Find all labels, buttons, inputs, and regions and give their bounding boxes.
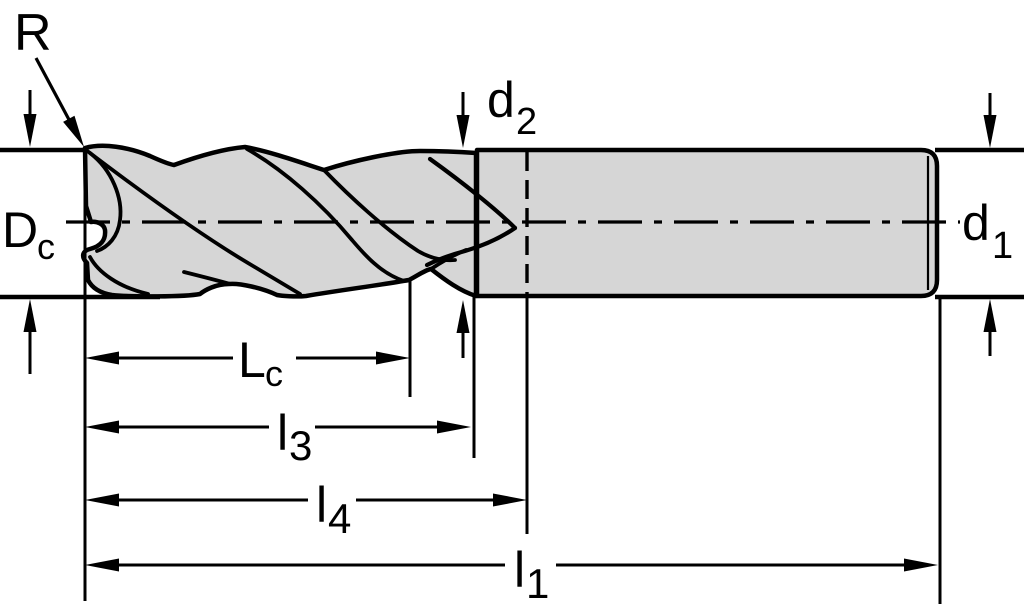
lower-wedge-edge (429, 248, 468, 271)
d1-bottom-arrowhead (983, 299, 997, 332)
label-dc-sub: c (37, 226, 55, 267)
l3-left-arrowhead (85, 420, 119, 434)
extension-lines (83, 148, 942, 604)
dc-top-arrowhead (23, 114, 37, 147)
radius-callout: R (14, 4, 84, 147)
radius-leader-arrowhead (63, 115, 84, 147)
dimension-dc: D c (2, 90, 55, 374)
label-d2-sub: 2 (516, 101, 537, 143)
l4-left-arrowhead (85, 493, 119, 507)
helix-edge-1 (84, 148, 302, 296)
helix-edge-2 (245, 147, 406, 283)
dimension-lc: L c (85, 332, 410, 394)
label-l1-main: l (514, 542, 525, 598)
label-l3-main: l (277, 405, 288, 461)
lc-right-arrowhead (376, 351, 410, 365)
label-lc-sub: c (265, 353, 283, 394)
label-radius: R (14, 4, 52, 62)
label-lc-main: L (238, 332, 266, 388)
label-l1-sub: 1 (526, 560, 549, 607)
wedge-inner-line (446, 170, 508, 221)
d2-bottom-arrowhead (456, 300, 470, 333)
d2-top-arrowhead (456, 115, 470, 148)
front-face-curve (88, 151, 123, 253)
d1-top-arrowhead (983, 115, 997, 148)
dimension-l1: l 1 (85, 542, 938, 607)
label-d1-sub: 1 (992, 225, 1013, 267)
dimension-l4: l 4 (85, 477, 527, 542)
label-l4-sub: 4 (328, 495, 351, 542)
dimension-l3: l 3 (85, 405, 471, 469)
label-dc-main: D (2, 202, 38, 258)
l4-right-arrowhead (493, 493, 527, 507)
label-d2-main: d (487, 72, 515, 128)
radius-leader-line (34, 57, 76, 130)
lc-left-arrowhead (85, 351, 119, 365)
l1-right-arrowhead (904, 558, 938, 572)
helix-edge-3 (182, 270, 232, 286)
reference-lines (0, 147, 1024, 300)
dc-bottom-arrowhead (23, 299, 37, 332)
label-d1-main: d (962, 195, 990, 251)
l1-left-arrowhead (85, 558, 119, 572)
dimension-d1: d 1 (962, 93, 1013, 356)
l3-right-arrowhead (437, 420, 471, 434)
helix-edge-5 (88, 255, 150, 296)
dimension-d2: d 2 (456, 72, 537, 358)
label-l3-sub: 3 (289, 422, 312, 469)
label-l4-main: l (316, 477, 327, 533)
